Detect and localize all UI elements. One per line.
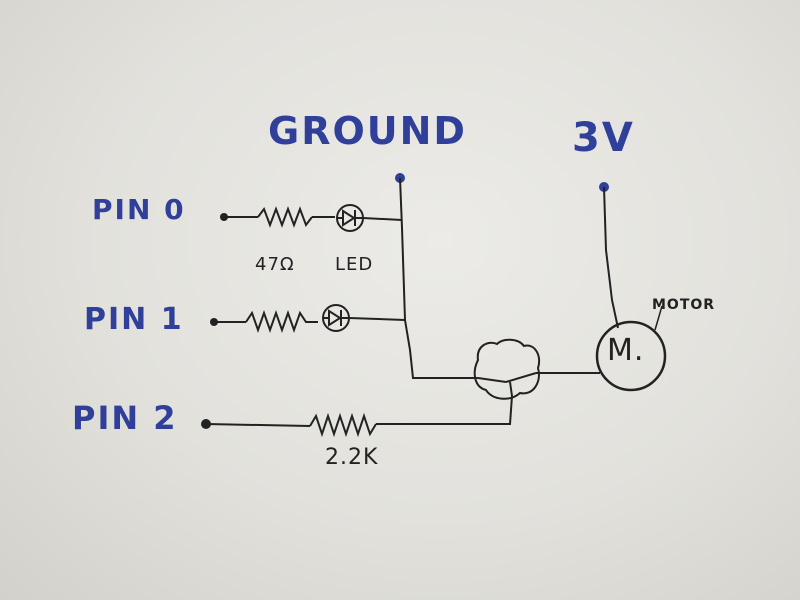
ground-label: GROUND	[268, 109, 467, 153]
pin1-label: PIN 1	[84, 302, 184, 337]
led-label: LED	[335, 254, 374, 275]
pin0-wire-right	[362, 217, 403, 221]
pin2-wire-left	[205, 423, 311, 427]
resistor-2-2k	[309, 412, 377, 438]
resistor-2-2k-label: 2.2K	[325, 445, 379, 470]
motor-symbol-label: M.	[607, 333, 645, 368]
motor-label: MOTOR	[652, 297, 716, 313]
led-0	[336, 204, 364, 232]
supply-voltage-label: 3V	[572, 115, 635, 161]
pin2-wire-right	[376, 395, 513, 425]
pin1-wire-right	[348, 317, 406, 321]
pin0-label: PIN 0	[92, 193, 186, 226]
resistor-pin1	[245, 309, 318, 334]
transistor	[473, 338, 541, 400]
motor	[595, 320, 667, 392]
motor-label-pointer	[654, 305, 663, 331]
resistor-47-ohm-label: 47Ω	[255, 254, 295, 275]
resistor-47-ohm	[257, 206, 313, 228]
supply-wire	[603, 186, 619, 329]
pin2-label: PIN 2	[72, 399, 178, 437]
led-1	[322, 304, 350, 332]
ground-rail-wire	[399, 177, 478, 379]
